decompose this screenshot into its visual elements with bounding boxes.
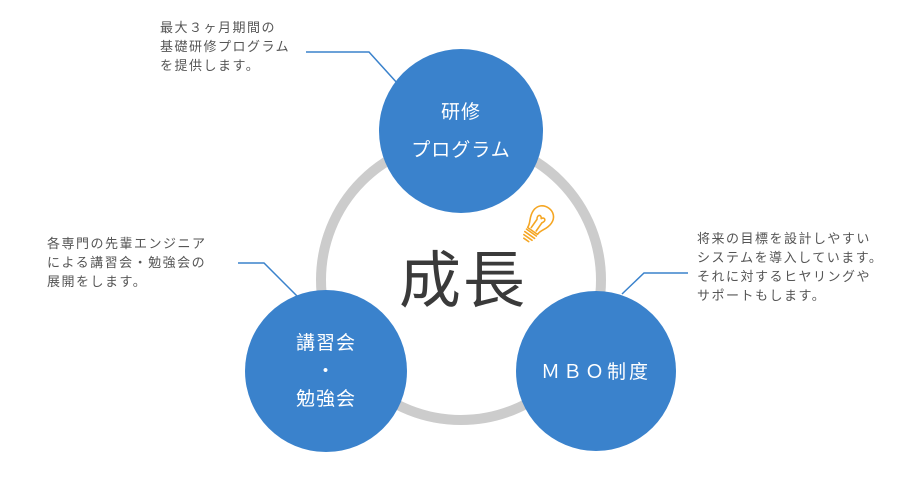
note-mbo: 将来の目標を設計しやすい システムを導入しています。 それに対するヒヤリングや … [697, 230, 883, 306]
connector-line-study [238, 262, 298, 297]
node-label-line: 講習会 [295, 332, 357, 354]
lightbulb-icon [522, 205, 555, 243]
note-line: 各専門の先輩エンジニア [47, 237, 207, 252]
note-line: を提供します。 [160, 59, 261, 74]
node-label-line: 研修 [440, 101, 481, 123]
note-line: 基礎研修プログラム [160, 40, 291, 55]
center-title: 成長 [398, 244, 528, 317]
node-label-line: プログラム [411, 139, 511, 161]
note-line: 展開をします。 [47, 275, 148, 290]
node-label-study: 講習会 ・ 勉強会 [296, 329, 356, 413]
node-circle-mbo [516, 291, 676, 451]
node-label-mbo: ＭＢＯ制度 [541, 359, 651, 385]
node-label-training: 研修 プログラム [411, 93, 510, 169]
note-line: サポートもします。 [697, 289, 827, 304]
note-line: 最大３ヶ月期間の [160, 21, 277, 36]
note-line: 将来の目標を設計しやすい [697, 232, 871, 247]
connector-line-mbo [621, 272, 688, 295]
node-label-line: ・ [315, 360, 337, 382]
connector-line-training [306, 51, 399, 85]
note-training: 最大３ヶ月期間の 基礎研修プログラム を提供します。 [160, 19, 290, 76]
node-label-line: 勉強会 [295, 388, 357, 410]
note-study: 各専門の先輩エンジニア による講習会・勉強会の 展開をします。 [47, 235, 207, 292]
note-line: システムを導入しています。 [697, 251, 884, 266]
node-circle-study [245, 290, 407, 452]
note-line: による講習会・勉強会の [47, 256, 207, 271]
note-line: それに対するヒヤリングや [697, 270, 872, 285]
node-label-line: ＭＢＯ制度 [540, 361, 652, 383]
node-circle-training [379, 49, 543, 213]
